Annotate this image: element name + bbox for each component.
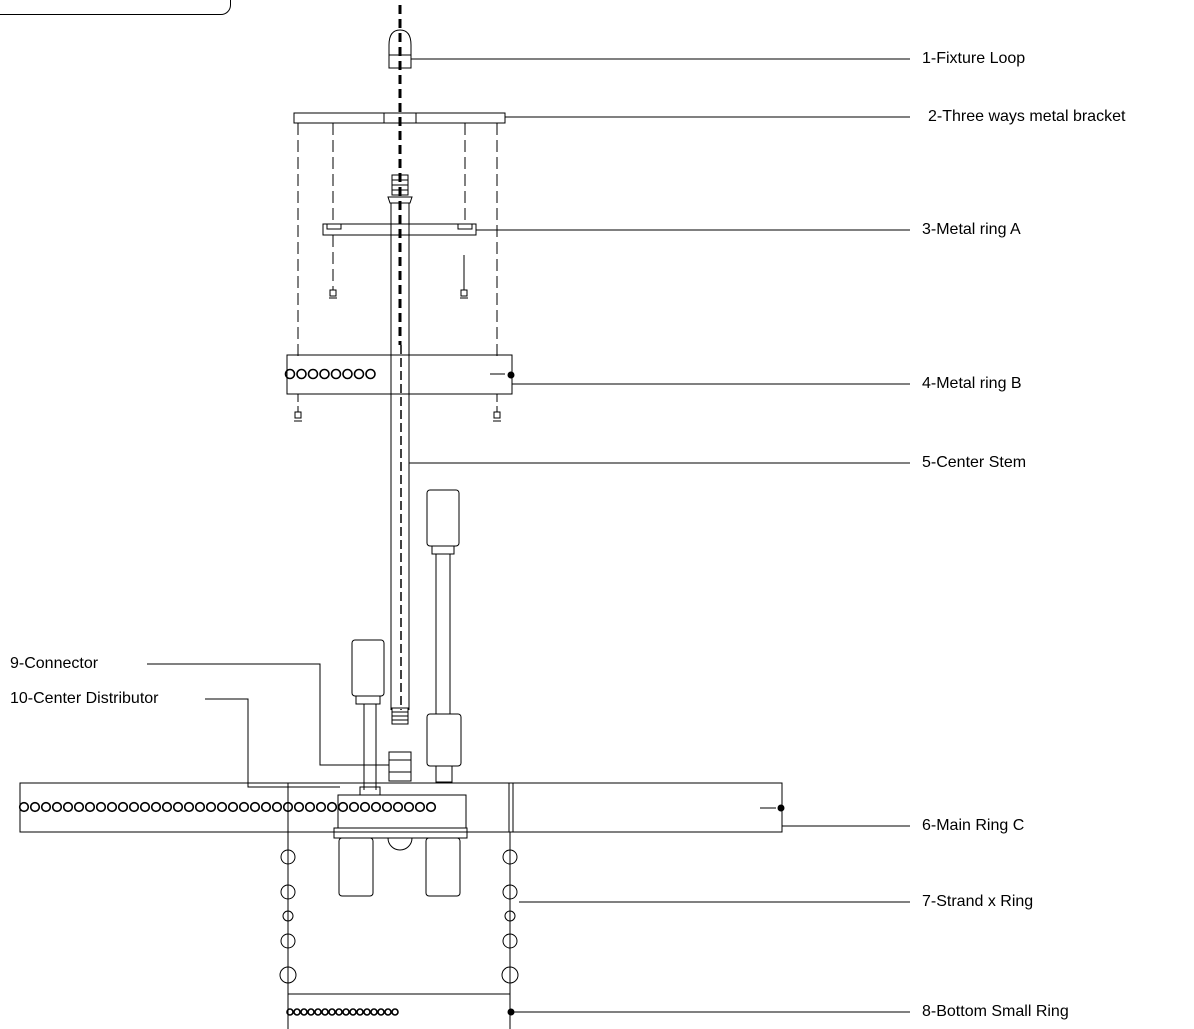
ring-c-bead: [18, 801, 30, 813]
ring-b-bead: [307, 368, 319, 380]
bottom-ring-bead: [328, 1008, 336, 1016]
label-three-way-bracket: 2-Three ways metal bracket: [928, 108, 1126, 125]
center-stem: [387, 174, 413, 725]
ring-c-bead: [359, 801, 371, 813]
ring-c-bead: [227, 801, 239, 813]
connector: [388, 751, 412, 782]
ring-c-bead: [414, 801, 426, 813]
ring-b-bead: [342, 368, 353, 380]
ring-c-bead: [293, 801, 305, 813]
title-tab-frame: [0, 0, 231, 15]
ring-b-bead: [365, 368, 376, 380]
ring-c-bead: [326, 801, 338, 813]
ring-b-bead: [319, 368, 330, 380]
short-socket: [351, 639, 385, 796]
ring-c-bead: [73, 801, 85, 813]
bottom-ring-bead: [293, 1008, 301, 1016]
ring-c-bead: [381, 801, 393, 813]
bottom-ring-bead: [321, 1008, 329, 1016]
bottom-ring-bead: [342, 1008, 350, 1016]
bottom-ring-bead: [314, 1008, 322, 1016]
ring-c-bead: [425, 801, 437, 813]
ring-c-bead: [128, 801, 140, 813]
ring-c-bead: [84, 801, 96, 813]
ring-c-bead: [260, 801, 272, 813]
leader-9: [147, 663, 389, 766]
label-metal-ring-b: 4-Metal ring B: [922, 375, 1022, 392]
ring-b-bead: [296, 368, 307, 380]
crystal-beads: [18, 368, 437, 1016]
bottom-ring-bead: [286, 1008, 294, 1016]
metal-ring-b: [286, 354, 515, 422]
ring-c-bead: [194, 801, 206, 813]
ring-c-bead: [403, 801, 415, 813]
leader-10: [205, 698, 340, 788]
ring-b-bead: [330, 368, 342, 380]
ring-c-bead: [117, 801, 129, 813]
label-metal-ring-a: 3-Metal ring A: [922, 221, 1021, 238]
ring-c-bead: [392, 801, 404, 813]
label-center-stem: 5-Center Stem: [922, 454, 1027, 471]
strand-rings-right: [501, 832, 519, 1029]
bottom-ring-bead: [391, 1008, 399, 1016]
ring-c-bead: [337, 801, 349, 813]
ring-c-bead: [282, 801, 294, 813]
ring-c-bead: [172, 801, 184, 813]
ring-c-bead: [150, 801, 162, 813]
ring-c-bead: [62, 801, 74, 813]
ring-c-bead: [95, 801, 107, 813]
bottom-ring-bead: [363, 1008, 371, 1016]
ring-c-bead: [315, 801, 327, 813]
ring-c-bead: [238, 801, 250, 813]
label-connector: 9-Connector: [10, 655, 99, 672]
ring-c-bead: [51, 801, 63, 813]
label-bottom-small-ring: 8-Bottom Small Ring: [922, 1003, 1069, 1020]
ring-c-bead: [106, 801, 118, 813]
ring-c-bead: [139, 801, 151, 813]
ring-c-bead: [183, 801, 195, 813]
bottom-ring-bead: [384, 1008, 392, 1016]
ring-c-bead: [271, 801, 283, 813]
bottom-ring-bead: [300, 1008, 308, 1016]
ring-c-bead: [205, 801, 217, 813]
bottom-ring-bead: [370, 1008, 378, 1016]
bottom-ring-bead: [349, 1008, 357, 1016]
label-center-distributor: 10-Center Distributor: [10, 690, 159, 707]
ring-c-bead: [40, 801, 52, 813]
bottom-ring-bead: [377, 1008, 385, 1016]
label-strand-ring: 7-Strand x Ring: [922, 893, 1034, 910]
ring-c-bead: [304, 801, 316, 813]
bottom-small-ring: [288, 993, 515, 1016]
ring-c-bead: [249, 801, 261, 813]
ring-c-bead: [370, 801, 382, 813]
bottom-ring-bead: [335, 1008, 343, 1016]
label-main-ring-c: 6-Main Ring C: [922, 817, 1025, 834]
label-fixture-loop: 1-Fixture Loop: [922, 50, 1026, 67]
ring-c-bead: [161, 801, 173, 813]
strand-rings-left: [279, 832, 297, 1029]
three-way-bracket: [293, 112, 506, 360]
ring-c-bead: [216, 801, 228, 813]
ring-c-bead: [29, 801, 41, 813]
lower-sockets: [338, 837, 461, 897]
tall-socket: [426, 489, 462, 783]
bottom-ring-bead: [307, 1008, 315, 1016]
fixture-loop: [388, 29, 412, 69]
bottom-ring-bead: [356, 1008, 364, 1016]
ring-b-bead: [284, 368, 296, 380]
ring-b-bead: [353, 368, 365, 380]
ring-c-bead: [348, 801, 360, 813]
